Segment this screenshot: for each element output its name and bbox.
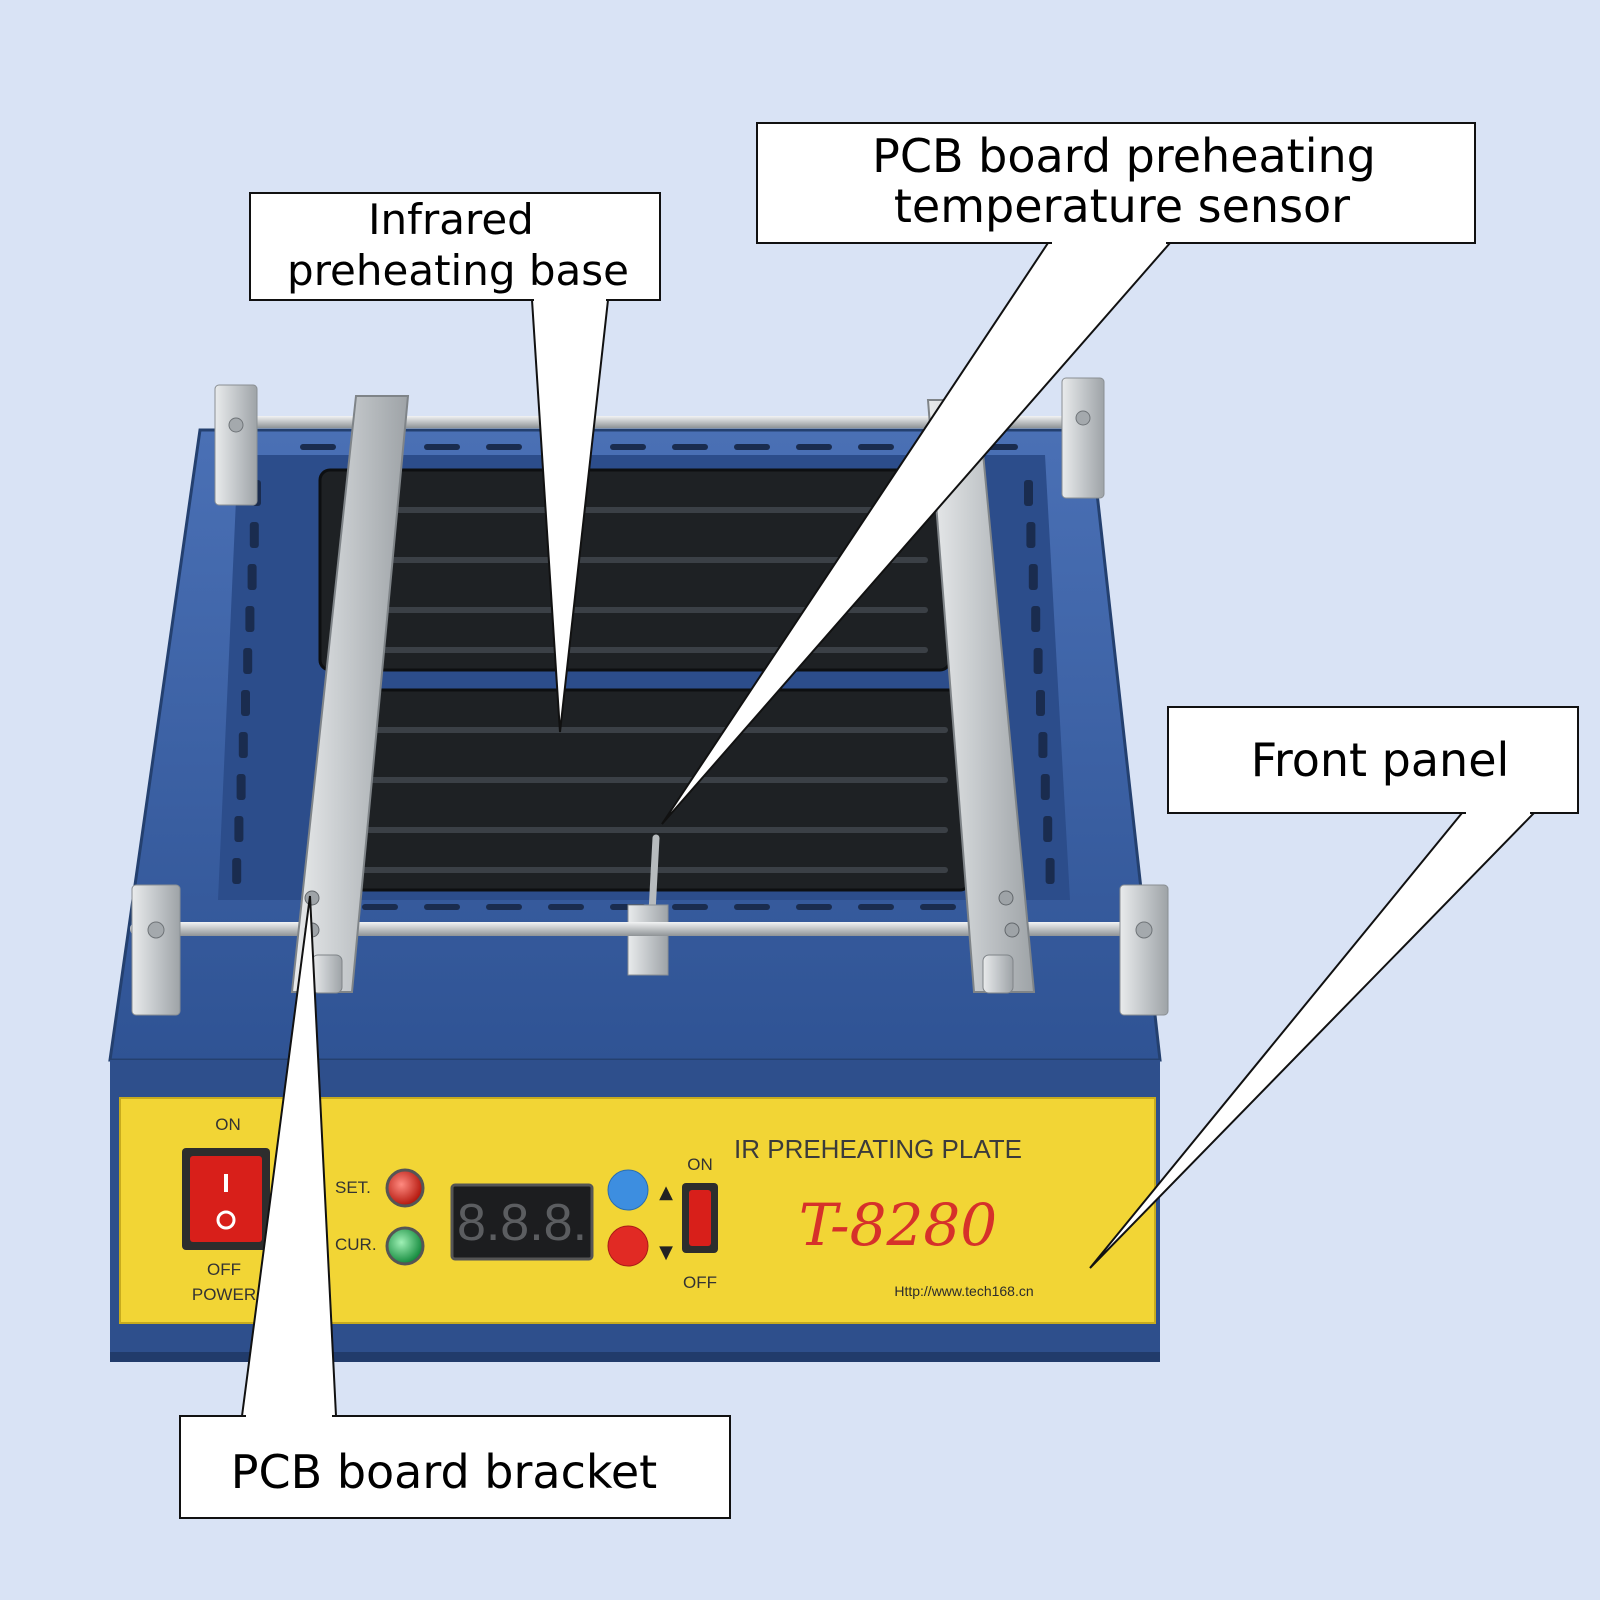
vent-slot (920, 904, 956, 910)
vent-slot (858, 904, 894, 910)
set-label: SET. (335, 1178, 371, 1197)
callout-pcb-board-bracket: PCB board bracket (179, 895, 731, 1519)
vent-slot (1026, 522, 1036, 548)
vent-slot (1043, 816, 1053, 842)
callout-sensor-line-1: PCB board preheating (872, 129, 1376, 183)
heater-off-label: OFF (683, 1273, 717, 1292)
front-rod (130, 884, 1169, 1016)
vent-slot (424, 444, 460, 450)
model-name: T-8280 (799, 1191, 997, 1259)
vent-slot (241, 690, 250, 716)
vent-slot (1040, 774, 1050, 800)
up-arrow-icon: ▲ (659, 1182, 673, 1203)
pcb-board-bracket-right[interactable] (926, 399, 1036, 994)
vent-slot (238, 732, 248, 758)
rear-rod (214, 377, 1105, 506)
vent-slot (245, 606, 255, 632)
vent-slot (1031, 606, 1041, 632)
vent-slot (300, 444, 336, 450)
vent-slot (672, 904, 708, 910)
heater-switch[interactable] (682, 1183, 718, 1253)
vent-slot (858, 444, 894, 450)
cur-indicator-led (385, 1226, 425, 1266)
vent-slot (236, 774, 246, 800)
vent-slot (1036, 690, 1045, 716)
vent-slot (1038, 732, 1048, 758)
website-url: Http://www.tech168.cn (894, 1283, 1033, 1299)
panel-title: IR PREHEATING PLATE (734, 1134, 1022, 1164)
set-indicator-led (385, 1168, 425, 1208)
callout-temperature-sensor: PCB board preheating temperature sensor (661, 122, 1476, 825)
callout-bracket-label: PCB board bracket (231, 1445, 657, 1499)
temperature-display: 8.8.8. (450, 1183, 594, 1261)
power-switch[interactable] (182, 1148, 270, 1250)
callout-front-panel: Front panel (1089, 706, 1579, 1269)
vent-slot (1028, 564, 1038, 590)
up-button[interactable] (607, 1169, 649, 1211)
callout-front-label: Front panel (1251, 733, 1510, 787)
vent-slot (796, 904, 832, 910)
callout-sensor-line-2: temperature sensor (894, 179, 1350, 233)
heater-on-label: ON (687, 1155, 713, 1174)
vent-slot (234, 816, 244, 842)
vent-slot (796, 444, 832, 450)
display-digits: 8.8.8. (457, 1194, 587, 1252)
vent-slot (362, 904, 398, 910)
temperature-sensor (627, 834, 669, 976)
vent-slot (610, 444, 646, 450)
callout-base-line-2: preheating base (287, 246, 629, 295)
vent-slot (548, 904, 584, 910)
power-on-label: ON (215, 1115, 241, 1134)
vent-slot (1033, 648, 1043, 674)
vent-slot (1045, 858, 1055, 884)
power-off-label: OFF (207, 1260, 241, 1279)
vent-slot (243, 648, 253, 674)
power-label: POWER (192, 1285, 256, 1304)
vent-slot (247, 564, 257, 590)
vent-slot (424, 904, 460, 910)
vent-slot (232, 858, 242, 884)
callout-base-line-1: Infrared (368, 195, 534, 244)
callout-infrared-preheating-base: Infrared preheating base (249, 192, 661, 733)
vent-slot (672, 444, 708, 450)
vent-slot (486, 444, 522, 450)
down-button[interactable] (607, 1225, 649, 1267)
vent-slot (486, 904, 522, 910)
infrared-heater-plates (318, 468, 972, 892)
down-arrow-icon: ▼ (659, 1242, 673, 1263)
vent-slot (734, 904, 770, 910)
cur-label: CUR. (335, 1235, 377, 1254)
vent-slot (1024, 480, 1033, 506)
vent-slot (249, 522, 259, 548)
vent-slot (734, 444, 770, 450)
